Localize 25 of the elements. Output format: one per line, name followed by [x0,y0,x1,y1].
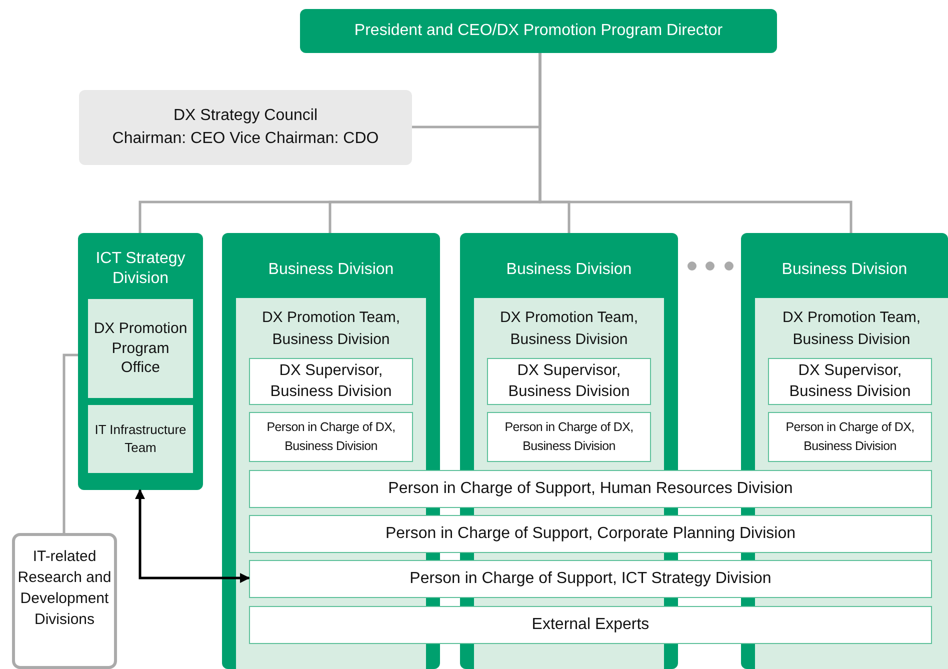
support-row: Person in Charge of Support, ICT Strategy Division [249,560,932,598]
division-box [78,233,203,490]
role-box: Person in Charge of DX, Business Division [249,412,413,462]
support-row: Person in Charge of Support, Corporate Planning Division [249,515,932,553]
support-row: External Experts [249,606,932,644]
arrow [135,489,250,583]
role-box: DX Supervisor, Business Division [487,358,651,405]
role-box: Person in Charge of DX, Business Division [487,412,651,462]
support-row: Person in Charge of Support, Human Resources Division [249,470,932,508]
role-box: Person in Charge of DX, Business Division [768,412,932,462]
node-label: Business Division [506,260,632,280]
director-box: President and CEO/DX Promotion Program Director [300,9,777,53]
council-box: DX Strategy Council Chairman: CEO Vice Chairman: CDO [79,90,412,165]
node-label: Business Division [782,260,908,280]
node-label: DX Promotion Team, Business Division [781,308,922,350]
team-box: IT Infrastructure Team [88,405,193,473]
role-box: DX Supervisor, Business Division [249,358,413,405]
role-box: DX Supervisor, Business Division [768,358,932,405]
node-label: Business Division [268,260,394,280]
division-box: IT-related Research and Development Divisions [12,533,117,669]
node-label: DX Promotion Team, Business Division [498,308,640,350]
connector-line [62,354,78,533]
office-box: DX Promotion Program Office [88,299,193,398]
node-label: DX Promotion Team, Business Division [260,308,402,350]
node-label: ICT Strategy Division [94,249,186,289]
